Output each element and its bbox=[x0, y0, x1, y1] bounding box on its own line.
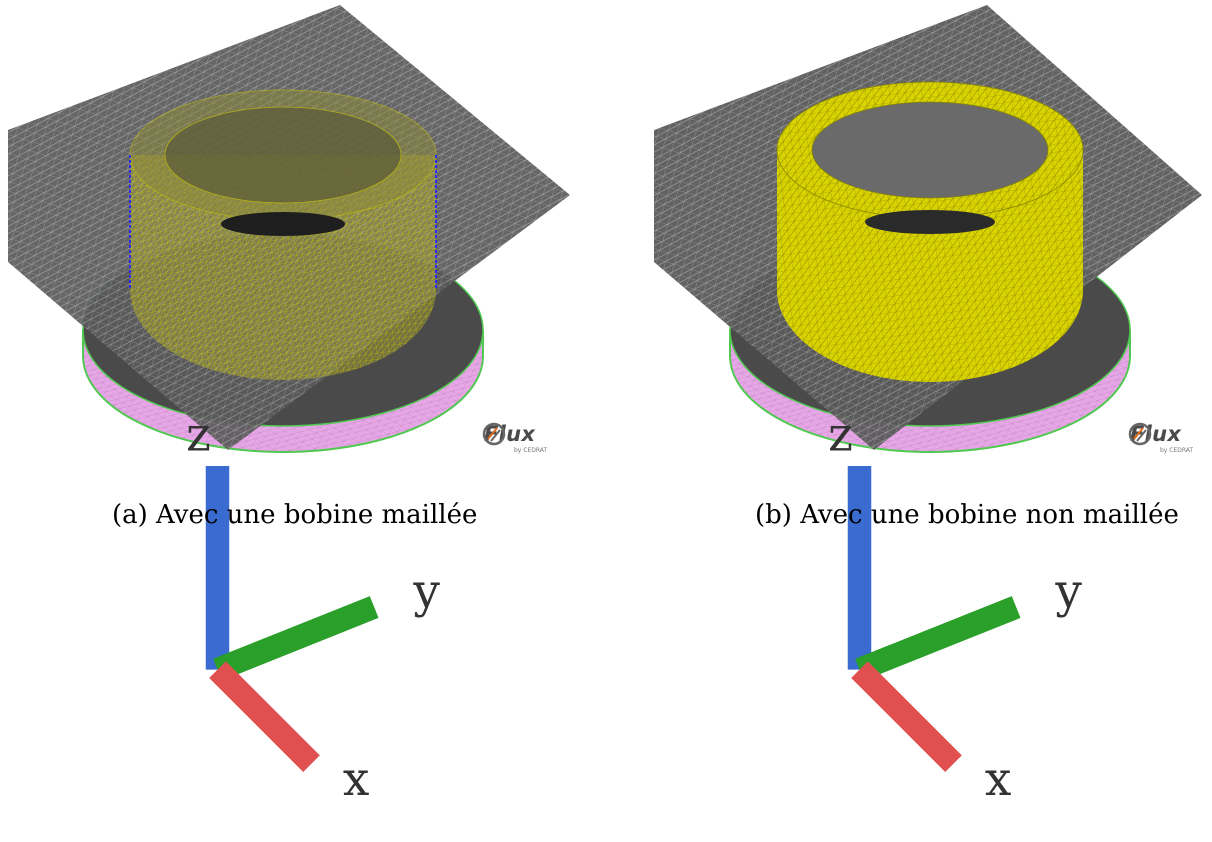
flux-logo: Flux by CEDRAT bbox=[482, 422, 547, 454]
logo-subtext: by CEDRAT bbox=[514, 447, 548, 454]
axis-y-label: y bbox=[412, 564, 440, 619]
axis-x-label: x bbox=[985, 752, 1012, 807]
axis-triad-icon: z y x bbox=[692, 372, 1082, 807]
axis-z-label: z bbox=[828, 407, 853, 462]
mesh-render-b bbox=[654, 5, 1202, 453]
mesh-render-a bbox=[8, 5, 570, 453]
coil-hole bbox=[164, 106, 402, 204]
figure-panel-a: z y x Flux by CEDRAT bbox=[0, 0, 570, 807]
logo-subtext: by CEDRAT bbox=[1160, 447, 1194, 454]
axis-x-label: x bbox=[343, 752, 370, 807]
figure-panel-b: z y x Flux by CEDRAT bbox=[642, 0, 1212, 807]
caption-b: (b) Avec une bobine non maillée bbox=[755, 500, 1179, 530]
axis-triad-icon: z y x bbox=[50, 372, 440, 807]
caption-a: (a) Avec une bobine maillée bbox=[112, 500, 478, 530]
flux-logo-icon bbox=[482, 422, 506, 446]
flux-logo: Flux by CEDRAT bbox=[1128, 422, 1193, 454]
flux-logo-icon bbox=[1128, 422, 1152, 446]
axis-z-label: z bbox=[186, 407, 211, 462]
coil-hole bbox=[811, 101, 1049, 199]
axis-y-label: y bbox=[1054, 564, 1082, 619]
